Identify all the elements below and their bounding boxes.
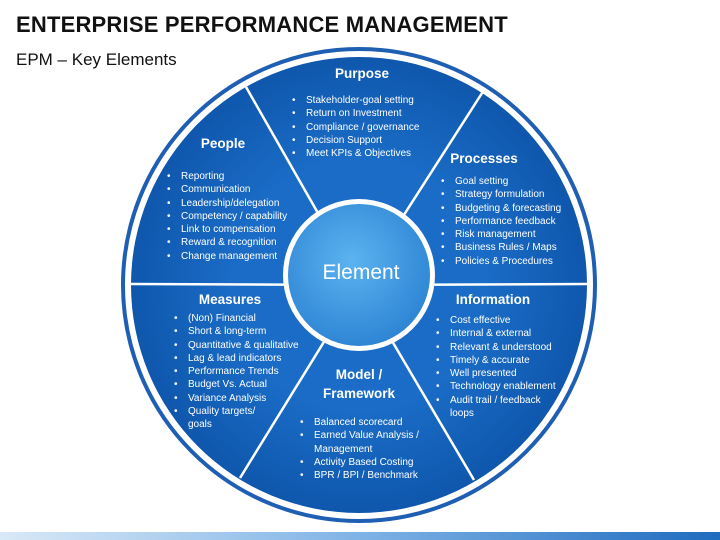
information-list: Cost effective Internal & external Relev… xyxy=(436,314,556,420)
list-item: Timely & accurate xyxy=(436,354,556,368)
list-item-continued: Management xyxy=(314,443,373,455)
list-item: Decision Support xyxy=(292,134,419,148)
processes-title: Processes xyxy=(450,151,518,166)
list-item-continued: goals xyxy=(188,419,212,431)
list-item: Competency / capability xyxy=(167,210,287,224)
list-item: Leadership/delegation xyxy=(167,197,287,211)
list-item: Return on Investment xyxy=(292,107,419,121)
list-item: Well presented xyxy=(436,367,556,381)
list-item: Cost effective xyxy=(436,314,556,328)
list-item: Budgeting & forecasting xyxy=(441,202,561,216)
model-title-line2: Framework xyxy=(322,386,396,401)
list-item: Strategy formulation xyxy=(441,188,561,202)
center-circle xyxy=(288,204,430,346)
list-item: Variance Analysis xyxy=(174,392,299,406)
list-item: Reporting xyxy=(167,170,287,184)
list-item: Short & long-term xyxy=(174,325,299,339)
list-item: BPR / BPI / Benchmark xyxy=(300,469,419,483)
model-title-line1: Model / xyxy=(335,367,383,382)
model-framework-title: Model / Framework xyxy=(314,365,404,403)
list-item: Reward & recognition xyxy=(167,236,287,250)
list-item: Quantitative & qualitative xyxy=(174,339,299,353)
page-subtitle: EPM – Key Elements xyxy=(16,50,177,69)
list-item: Compliance / governance xyxy=(292,121,419,135)
list-item: Relevant & understood xyxy=(436,341,556,355)
list-item: Internal & external xyxy=(436,327,556,341)
purpose-title: Purpose xyxy=(334,66,389,81)
purpose-list: Stakeholder-goal setting Return on Inves… xyxy=(292,94,419,161)
list-item: Change management xyxy=(167,250,287,264)
people-list: Reporting Communication Leadership/deleg… xyxy=(167,170,287,263)
list-item: Stakeholder-goal setting xyxy=(292,94,419,108)
page-title: ENTERPRISE PERFORMANCE MANAGEMENT xyxy=(16,12,508,37)
list-item: Business Rules / Maps xyxy=(441,241,561,255)
list-item: Lag & lead indicators xyxy=(174,352,299,366)
information-title: Information xyxy=(455,292,531,307)
list-item: Quality targets/ xyxy=(174,405,299,419)
list-item: Budget Vs. Actual xyxy=(174,378,299,392)
bottom-gradient-bar xyxy=(0,532,720,540)
list-item: Meet KPIs & Objectives xyxy=(292,147,419,161)
measures-list: (Non) Financial Short & long-term Quanti… xyxy=(174,312,299,432)
list-item: Policies & Procedures xyxy=(441,255,561,269)
list-item: Balanced scorecard xyxy=(300,416,419,430)
list-item: Link to compensation xyxy=(167,223,287,237)
center-label: Element xyxy=(322,261,400,284)
list-item: Technology enablement xyxy=(436,380,556,394)
list-item: Performance Trends xyxy=(174,365,299,379)
list-item-continued: loops xyxy=(450,408,474,420)
list-item: Risk management xyxy=(441,228,561,242)
model-list: Balanced scorecard Earned Value Analysis… xyxy=(300,416,419,483)
list-item: Goal setting xyxy=(441,175,561,189)
list-item: Communication xyxy=(167,183,287,197)
people-title: People xyxy=(200,136,246,151)
measures-title: Measures xyxy=(198,292,262,307)
processes-list: Goal setting Strategy formulation Budget… xyxy=(441,175,561,268)
list-item: (Non) Financial xyxy=(174,312,299,326)
list-item: Earned Value Analysis / xyxy=(300,429,419,443)
list-item: Performance feedback xyxy=(441,215,561,229)
list-item: Audit trail / feedback xyxy=(436,394,556,408)
list-item: Activity Based Costing xyxy=(300,456,419,470)
